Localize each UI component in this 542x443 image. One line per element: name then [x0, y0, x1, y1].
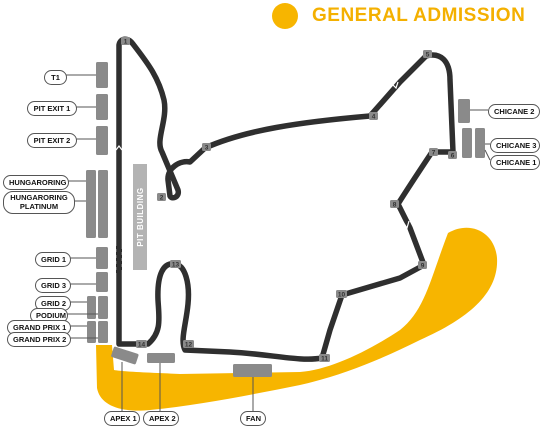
label-chicane-1[interactable]: CHICANE 1: [490, 155, 540, 170]
stand-apex-1[interactable]: [111, 346, 139, 365]
grandstand-blocks: [86, 62, 485, 377]
svg-text:11: 11: [321, 356, 328, 363]
stand-pit-exit-1[interactable]: [96, 94, 108, 120]
general-admission-swatch: [272, 3, 298, 29]
svg-text:14: 14: [138, 342, 146, 349]
stand-chicane-2[interactable]: [458, 99, 470, 123]
turn-marker: 12: [183, 340, 194, 349]
label-grid-3[interactable]: GRID 3: [35, 278, 71, 293]
pit-building[interactable]: [133, 164, 147, 270]
turn-marker: 7: [429, 148, 438, 157]
turn-marker: 8: [390, 200, 399, 209]
general-admission-area[interactable]: [96, 227, 498, 411]
label-apex-1[interactable]: APEX 1: [104, 411, 140, 426]
svg-text:10: 10: [338, 292, 346, 299]
stand-fan[interactable]: [233, 364, 272, 377]
svg-text:2: 2: [160, 195, 164, 202]
label-pit-exit-2[interactable]: PIT EXIT 2: [27, 133, 77, 148]
stand-hungaroring[interactable]: [86, 170, 96, 238]
stand-apex-2[interactable]: [147, 353, 175, 363]
stand-pit-exit-2[interactable]: [96, 126, 108, 155]
stand-chicane-3[interactable]: [462, 128, 472, 158]
svg-text:6: 6: [451, 153, 455, 160]
svg-text:8: 8: [393, 202, 397, 209]
turn-marker: 9: [418, 261, 427, 270]
turn-marker: 2: [157, 193, 166, 202]
turn-marker: 4: [369, 112, 378, 121]
race-track: [116, 36, 456, 362]
general-admission-label: GENERAL ADMISSION: [312, 5, 526, 26]
turn-marker: 14: [136, 340, 147, 349]
track-direction-arrows: [115, 81, 410, 230]
svg-text:1: 1: [124, 39, 128, 46]
legend: GENERAL ADMISSION: [272, 3, 525, 29]
label-chicane-2[interactable]: CHICANE 2: [488, 104, 540, 119]
svg-text:7: 7: [432, 150, 436, 157]
turn-marker: 13: [170, 260, 181, 269]
stand-hungaroring-platinum[interactable]: [98, 170, 108, 238]
label-connectors: [66, 74, 491, 411]
stand-chicane-1[interactable]: [475, 128, 485, 158]
svg-text:13: 13: [172, 262, 180, 269]
stand-grand-prix-2[interactable]: [98, 321, 108, 343]
label-grid-1[interactable]: GRID 1: [35, 252, 71, 267]
svg-text:12: 12: [185, 342, 193, 349]
label-apex-2[interactable]: APEX 2: [143, 411, 179, 426]
stand-podium[interactable]: [98, 296, 108, 319]
svg-text:5: 5: [426, 52, 430, 59]
stand-grand-prix-1[interactable]: [87, 321, 96, 343]
stand-grid-1[interactable]: [96, 247, 108, 269]
label-pit-exit-1[interactable]: PIT EXIT 1: [27, 101, 77, 116]
label-t1[interactable]: T1: [44, 70, 67, 85]
label-hungaroring[interactable]: HUNGARORING: [3, 175, 69, 190]
stand-grid-2[interactable]: [87, 296, 96, 319]
label-fan[interactable]: FAN: [240, 411, 266, 426]
turn-marker: 3: [202, 143, 211, 152]
label-grand-prix-2[interactable]: GRAND PRIX 2: [7, 332, 71, 347]
turn-marker: 5: [423, 50, 432, 59]
pit-building-label: PIT BUILDING: [136, 187, 145, 246]
svg-text:4: 4: [372, 114, 376, 121]
svg-text:3: 3: [205, 145, 209, 152]
turn-marker: 10: [336, 290, 347, 299]
turn-markers: 1 2 3 4 5 6 7 8 9 10 11 12 13 14: [121, 37, 457, 363]
turn-marker: 1: [121, 37, 130, 46]
turn-marker: 6: [448, 151, 457, 160]
label-hungaroring-platinum[interactable]: HUNGARORING PLATINUM: [3, 191, 75, 214]
label-chicane-3[interactable]: CHICANE 3: [490, 138, 540, 153]
stand-grid-3[interactable]: [96, 272, 108, 292]
svg-text:9: 9: [421, 263, 425, 270]
stand-t1[interactable]: [96, 62, 108, 88]
turn-marker: 11: [319, 354, 330, 363]
